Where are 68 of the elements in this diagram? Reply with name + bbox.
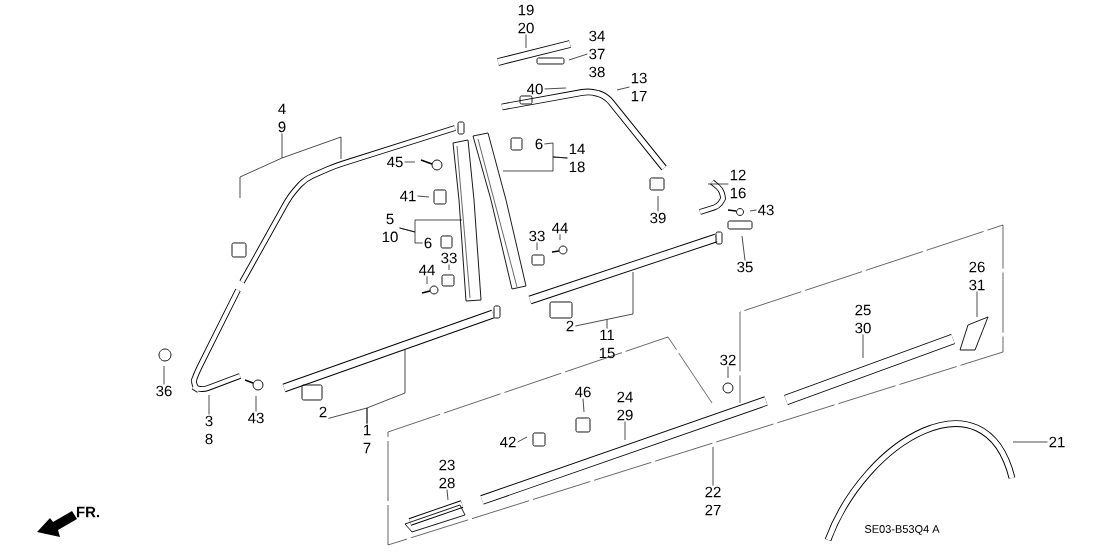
- leader-line: [163, 365, 165, 385]
- callout-number: 36: [156, 385, 172, 397]
- leader-line: [707, 183, 729, 185]
- leader-line: [1012, 441, 1048, 443]
- leader-line: [328, 407, 368, 424]
- callout-number: 23 28: [439, 459, 455, 489]
- callout-number: 25 30: [855, 304, 871, 334]
- leader-line: [536, 242, 538, 251]
- leader-line: [624, 421, 626, 441]
- callout-number: 5 10: [382, 213, 398, 243]
- leader-line: [976, 291, 978, 318]
- leader-line: [255, 395, 257, 412]
- leader-line: [749, 209, 757, 212]
- callout-number: 1 7: [363, 424, 371, 454]
- leader-line: [426, 276, 428, 285]
- leader-line: [544, 87, 567, 90]
- leader-line: [544, 142, 568, 159]
- callout-number: 26 31: [969, 261, 985, 291]
- callout-number: 24 29: [617, 391, 633, 421]
- leader-line: [657, 195, 659, 212]
- drawing-code: SE03-B53Q4 A: [864, 525, 940, 535]
- callout-number: 35: [737, 261, 753, 273]
- leader-line: [568, 53, 588, 61]
- leader-line: [525, 34, 527, 49]
- leader-line: [862, 334, 864, 359]
- callout-number: 41: [400, 190, 416, 202]
- callout-number: 43: [248, 412, 264, 424]
- direction-label: FR.: [76, 506, 100, 518]
- leader-line: [517, 436, 528, 443]
- callout-number: 46: [575, 386, 591, 398]
- callout-number: 11 15: [599, 329, 615, 359]
- callout-number: 33: [529, 230, 545, 242]
- callout-number: 44: [552, 222, 568, 234]
- leader-line: [448, 264, 450, 271]
- callout-number: 6: [424, 237, 432, 249]
- callout-number: 6: [535, 138, 543, 150]
- callout-number: 4 9: [278, 103, 286, 133]
- leader-line: [616, 86, 630, 91]
- callout-number: 21: [1049, 436, 1065, 448]
- callout-number: 42: [500, 436, 516, 448]
- callout-number: 43: [758, 204, 774, 216]
- leader-line: [741, 235, 746, 261]
- callout-number: 39: [650, 212, 666, 224]
- leader-line: [575, 271, 634, 329]
- callout-number: 12 16: [730, 169, 746, 199]
- callout-number: 33: [441, 252, 457, 264]
- callout-number: 34 37 38: [589, 30, 605, 78]
- leader-line: [404, 161, 416, 163]
- leader-line: [399, 227, 423, 244]
- leader-line: [446, 489, 449, 501]
- callout-number: 22 27: [705, 486, 721, 516]
- leader-line: [712, 446, 714, 486]
- callout-number: 2: [319, 406, 327, 418]
- leader-line: [727, 366, 729, 379]
- callout-number: 40: [527, 83, 543, 95]
- leader-line: [582, 398, 585, 413]
- callout-number: 44: [419, 264, 435, 276]
- callout-number: 45: [387, 156, 403, 168]
- callout-number: 13 17: [631, 72, 647, 102]
- leader-line: [559, 234, 561, 241]
- callout-number: 19 20: [518, 4, 534, 34]
- callout-number: 32: [720, 354, 736, 366]
- callout-number: 3 8: [205, 415, 213, 445]
- callout-number: 2: [566, 320, 574, 332]
- callout-number: 14 18: [569, 143, 585, 173]
- leader-line: [239, 133, 342, 199]
- leader-line: [208, 394, 210, 415]
- leader-line: [417, 195, 430, 198]
